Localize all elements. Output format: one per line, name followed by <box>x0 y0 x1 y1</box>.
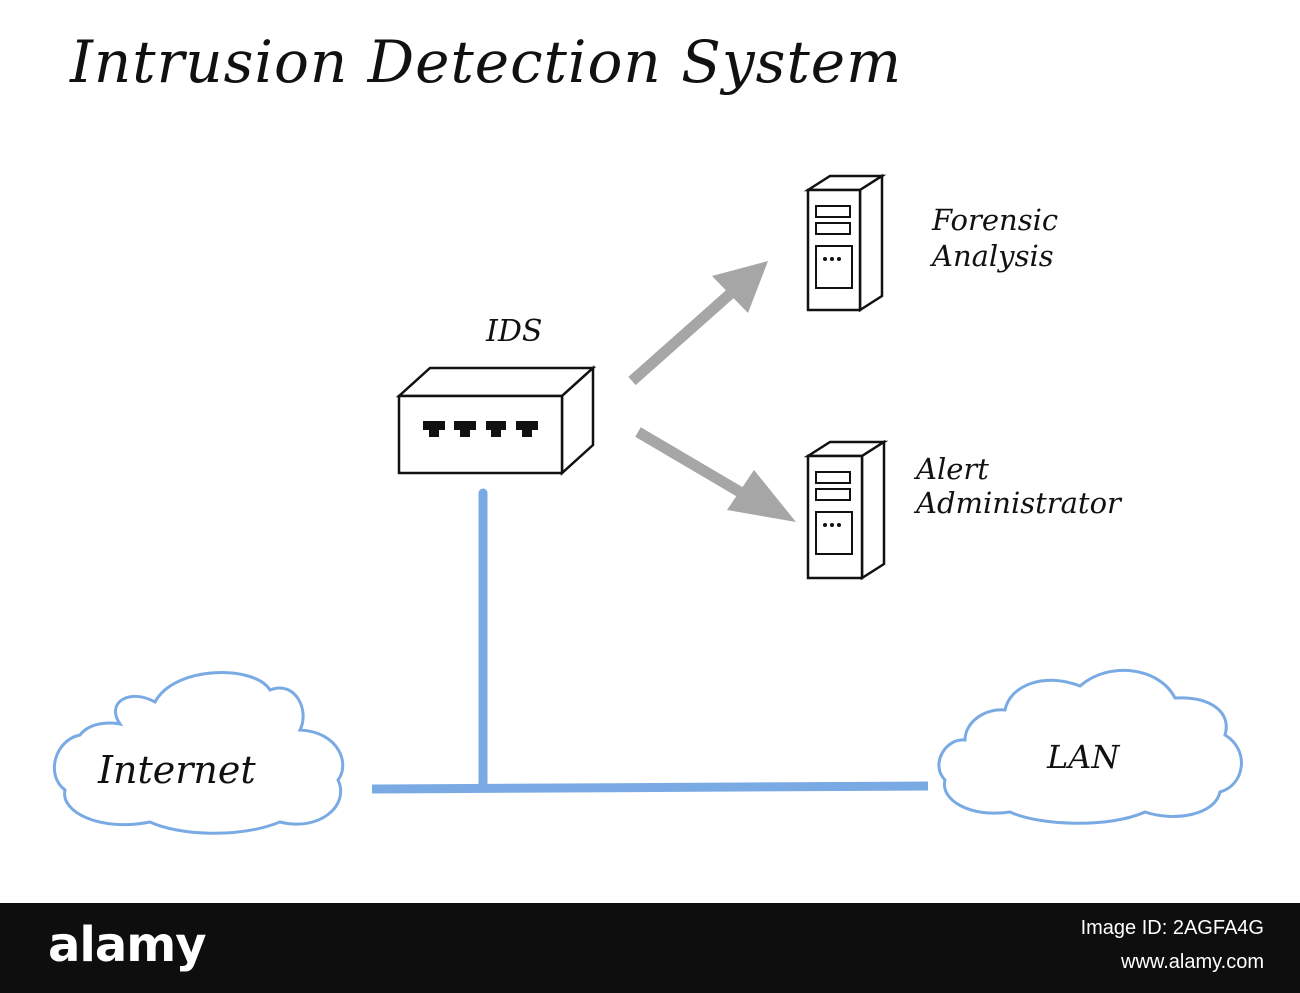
diagram-title: Intrusion Detection System <box>70 28 903 96</box>
ids-device-icon <box>395 365 597 476</box>
image-id-text: Image ID: 2AGFA4G <box>1080 917 1264 939</box>
diagram-canvas <box>52 173 1243 835</box>
backbone-line <box>371 781 929 794</box>
forensic-label-line-1: Forensic <box>932 203 1059 237</box>
stock-footer-bar: alamy Image ID: 2AGFA4G www.alamy.com <box>0 903 1300 993</box>
arrow-to-alert <box>635 427 796 522</box>
alert-administrator-label: Alert Administrator <box>916 452 1121 520</box>
internet-label: Internet <box>98 748 256 792</box>
alamy-logo: alamy <box>48 917 207 973</box>
alert-server-icon <box>803 439 889 581</box>
arrow-to-forensic <box>628 261 768 386</box>
forensic-label-line-2: Analysis <box>932 239 1054 273</box>
alert-label-line-1: Alert <box>916 452 989 486</box>
lan-cloud <box>937 668 1243 825</box>
site-url-text: www.alamy.com <box>1121 951 1264 973</box>
ids-label: IDS <box>486 314 543 349</box>
forensic-server-icon <box>803 173 887 313</box>
lan-label: LAN <box>1047 738 1120 776</box>
alert-label-line-2: Administrator <box>916 486 1121 520</box>
internet-cloud <box>52 671 345 835</box>
ids-port-icons <box>423 421 538 437</box>
forensic-analysis-label: Forensic Analysis <box>932 202 1058 274</box>
ids-diagram: Intrusion Detection System IDS Forensic … <box>52 28 1243 835</box>
